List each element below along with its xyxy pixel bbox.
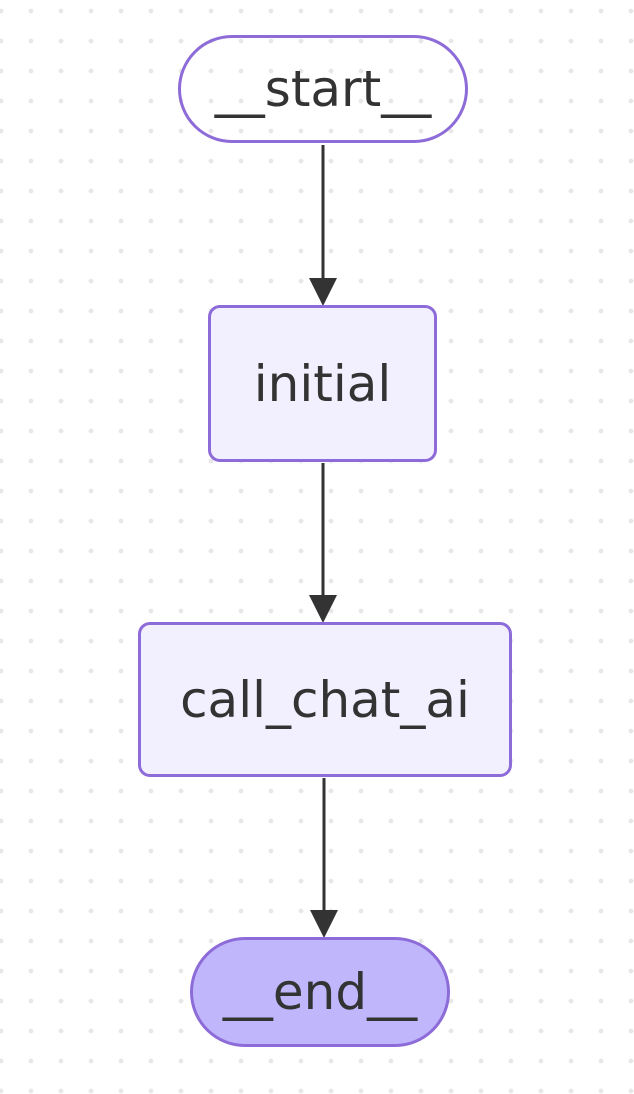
node-start-label: __start__ bbox=[214, 60, 432, 118]
node-start: __start__ bbox=[178, 35, 468, 143]
edge-initial-to-call-chat-ai bbox=[309, 463, 337, 623]
node-initial: initial bbox=[208, 305, 437, 462]
edge-call-chat-ai-to-end bbox=[310, 778, 338, 938]
node-end-label: __end__ bbox=[222, 963, 418, 1021]
edge-start-to-initial bbox=[309, 145, 337, 306]
node-call-chat-ai: call_chat_ai bbox=[138, 622, 512, 777]
arrowhead-icon bbox=[309, 595, 337, 623]
node-call-chat-ai-label: call_chat_ai bbox=[180, 670, 470, 729]
arrowhead-icon bbox=[309, 278, 337, 306]
node-end: __end__ bbox=[190, 937, 450, 1047]
node-initial-label: initial bbox=[253, 354, 392, 413]
arrowhead-icon bbox=[310, 910, 338, 938]
